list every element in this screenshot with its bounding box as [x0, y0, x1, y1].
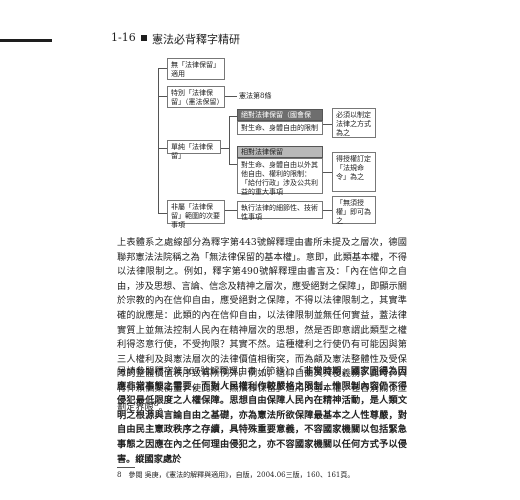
connector [323, 124, 332, 125]
connector [323, 172, 332, 173]
box-minor-matters: 非屬「法律保留」範圍的次要事項 [167, 200, 225, 229]
absolute-reservation-note: 必須以制定法律之方式為之 [332, 108, 376, 138]
diagram-spine [158, 68, 159, 213]
page-header: 1-16 憲法必背釋字精研 [0, 29, 520, 51]
quote-continuation: 縱國家處於 [135, 453, 182, 465]
note-article8: 憲法第8條 [239, 92, 272, 100]
minor-matters-note: 「無須授權」即可為之 [332, 196, 376, 225]
relative-reservation-header: 相對法律保留 [237, 146, 323, 158]
connector [225, 96, 237, 97]
absolute-reservation-header: 絕對法律保留（國會保留） [237, 109, 323, 129]
absolute-reservation-body: 對生命、身體自由的限制 [237, 121, 323, 135]
connector [229, 116, 230, 164]
emphasized-quote: 思想自由保障人民內在精神活動，是人類文明之根源與言論自由之基礎，亦為憲法所欲保障… [117, 395, 408, 421]
footnote: 8 參閱 吳庚，《憲法的解釋與適用》，自版，2004.06三版，160、161頁… [117, 471, 355, 479]
connector [323, 210, 332, 211]
quote-part-2: ，對自由民主憲政秩序之存續，具特殊重要意義，不容國家機關以包括緊急事態之因應在內… [117, 409, 408, 465]
paragraph-1-text: 上表體系之處線部分為釋字第443號解釋理由書所未提及之層次，德國聯邦憲法法院稱之… [117, 237, 407, 413]
connector [221, 148, 229, 149]
connector [158, 213, 167, 214]
connector [225, 210, 237, 211]
connector [158, 68, 167, 69]
box-no-reservation: 無「法律保留」適用 [167, 58, 225, 80]
legal-reservation-diagram: 無「法律保留」適用 特別「法律保留」（憲法保留） 憲法第8條 單純「法律保留」 … [0, 0, 520, 230]
body-paragraph-1: 上表體系之處線部分為釋字第443號解釋理由書所未提及之層次，德國聯邦憲法法院稱之… [117, 237, 407, 413]
paragraph-2-lead: 另請參閱釋字第567號解釋理由書（節錄）：「 [117, 366, 304, 377]
relative-reservation-body: 對生命、身體自由以外其他自由、權利的限制：「給付行政」涉及公共利益的重大事項 [237, 158, 323, 196]
connector [158, 148, 167, 149]
connector [229, 116, 237, 117]
box-simple-reservation: 單純「法律保留」 [167, 140, 221, 160]
header-square-icon [141, 35, 147, 41]
minor-matters-body: 執行法律的細節性、技術性事項 [237, 201, 323, 221]
book-title: 憲法必背釋字精研 [152, 33, 240, 46]
relative-reservation-note: 得授權訂定「法規命令」為之 [332, 152, 376, 192]
body-paragraph-2: 另請參閱釋字第567號解釋理由書（節錄）：「非常時期，國家固得為因應非常事態之需… [117, 365, 407, 467]
connector [158, 96, 167, 97]
footnote-ref: 8 [153, 398, 159, 408]
header-bar [0, 39, 52, 42]
footnote-divider [117, 467, 135, 468]
quote-part-1: 非常時期，國家固得為因應非常事態之需要，而對人民權利作較嚴格之限制，惟限制內容仍… [117, 366, 407, 407]
box-special-reservation: 特別「法律保留」（憲法保留） [167, 86, 225, 108]
connector [229, 164, 237, 165]
page-number: 1-16 [111, 31, 136, 44]
